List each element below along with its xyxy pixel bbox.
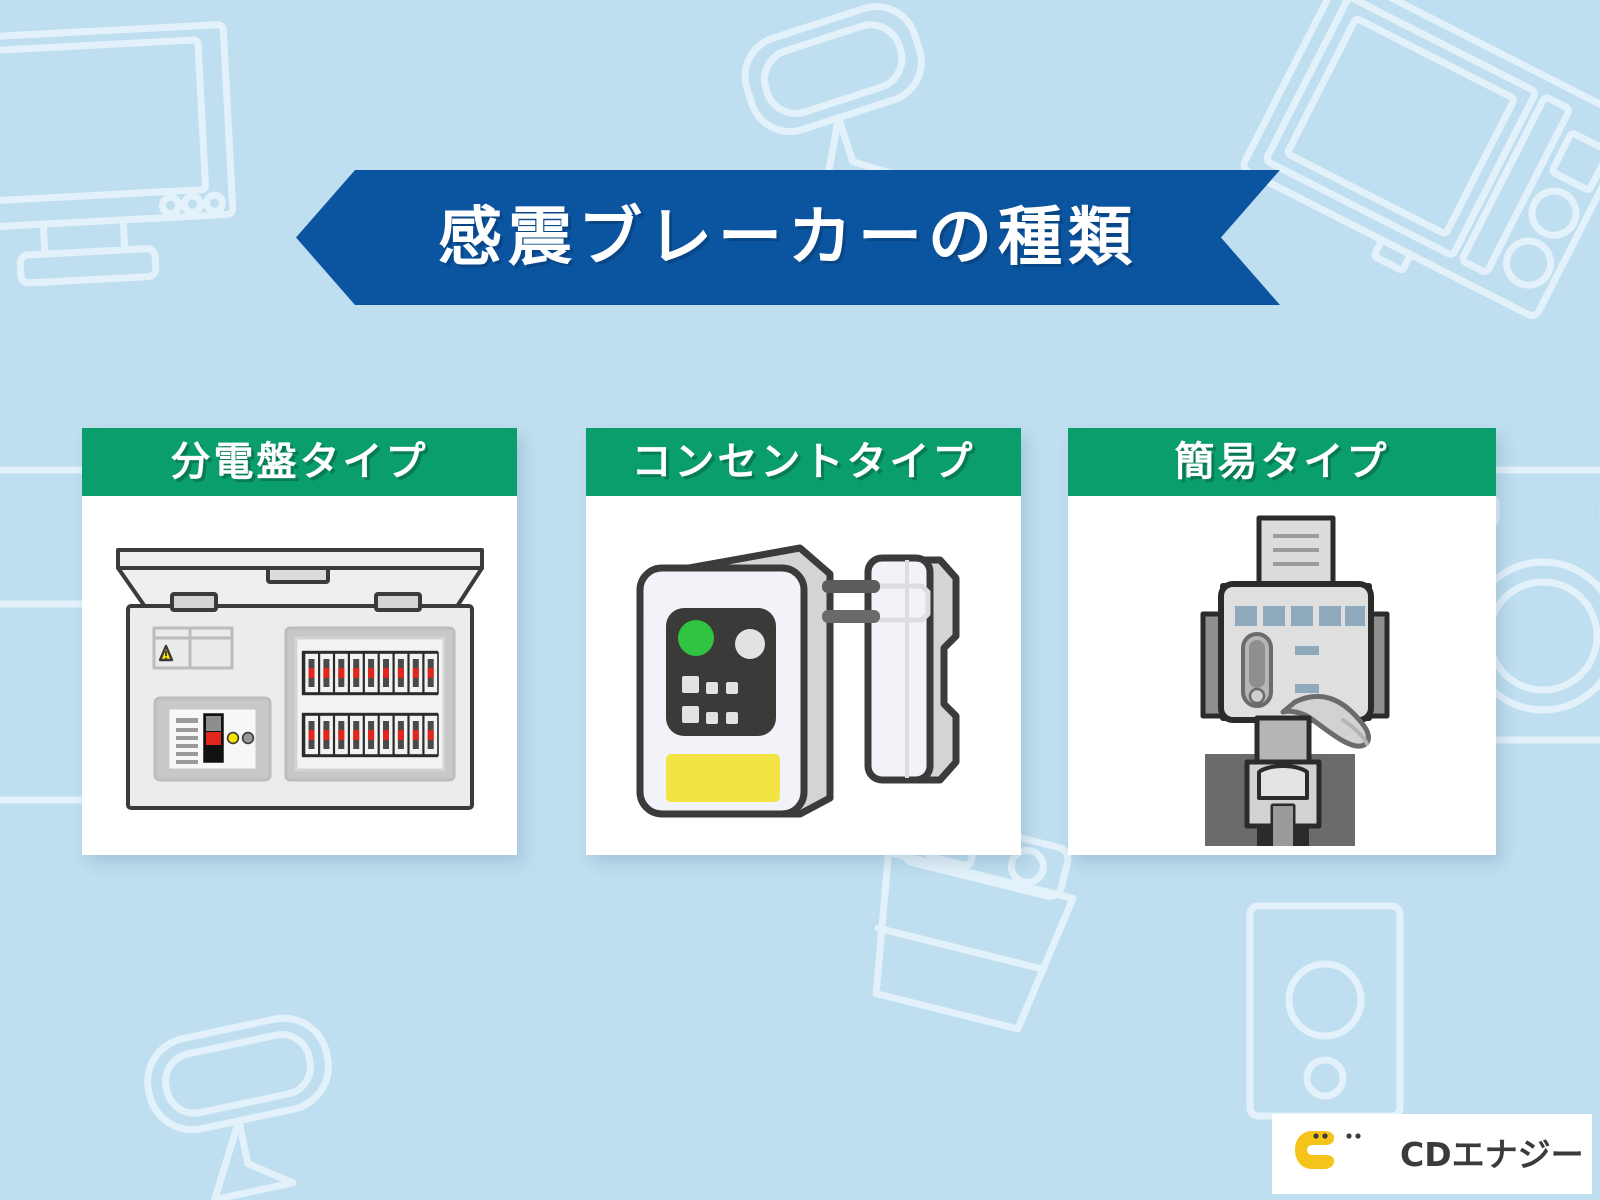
green-led-indicator <box>677 619 714 656</box>
speaker-outline <box>1246 902 1404 1120</box>
card-title-simple: 簡易タイプ <box>1174 439 1390 485</box>
card-body-simple <box>1068 496 1496 855</box>
indicator-bars <box>1235 605 1365 693</box>
card-header-outlet: コンセントタイプ <box>586 428 1021 496</box>
panel-buttons <box>681 675 738 724</box>
warning-triangle-icon <box>158 644 173 661</box>
brand-logo-text: CDエナジー <box>1400 1134 1584 1174</box>
white-led-indicator <box>734 628 765 659</box>
card-header-distribution-board: 分電盤タイプ <box>82 428 517 496</box>
card-simple-type: 簡易タイプ <box>1068 428 1496 855</box>
plug-prong-lower <box>821 609 880 623</box>
brand-logo: CDエナジー <box>1272 1114 1592 1194</box>
plug <box>821 554 959 783</box>
card-body-outlet <box>586 496 1021 855</box>
page-title-banner: 感震ブレーカーの種類 <box>296 170 1280 305</box>
hairdryer-outline <box>144 1014 332 1200</box>
tv-outline <box>0 21 237 287</box>
breaker-row-top <box>301 650 439 695</box>
breaker-row-bottom <box>301 712 439 757</box>
simple-breaker-illustration <box>1200 515 1390 846</box>
card-title-outlet: コンセントタイプ <box>631 439 976 485</box>
yellow-label <box>665 753 780 802</box>
page-title: 感震ブレーカーの種類 <box>438 200 1138 275</box>
distribution-board-illustration <box>115 547 484 810</box>
lever-arm <box>1280 693 1371 749</box>
microwave-outline <box>1240 0 1600 319</box>
card-body-distribution-board <box>82 496 517 855</box>
slider-slot <box>1241 631 1273 708</box>
card-outlet-type: コンセントタイプ <box>586 428 1021 855</box>
card-distribution-board-type: 分電盤タイプ <box>82 428 517 855</box>
cd-energy-mark-icon <box>1295 1131 1361 1169</box>
plug-prong-upper <box>821 579 880 593</box>
card-header-simple: 簡易タイプ <box>1068 428 1496 496</box>
card-title-distribution-board: 分電盤タイプ <box>170 439 429 485</box>
outlet-breaker-illustration <box>636 544 959 817</box>
